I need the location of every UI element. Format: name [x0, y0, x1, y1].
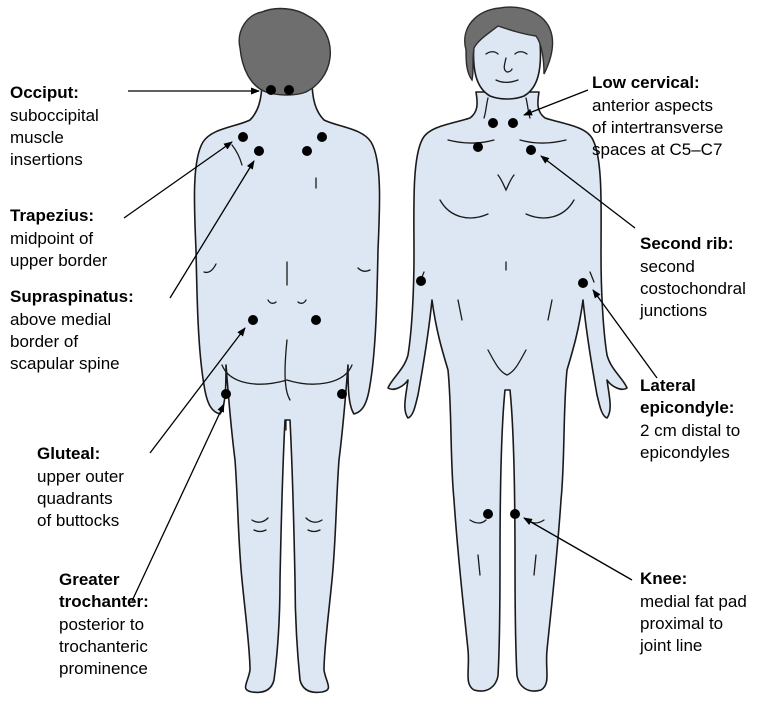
- point-epicondyle-r: [578, 278, 588, 288]
- label-title: trochanter:: [59, 592, 149, 611]
- back-body-silhouette: [194, 80, 379, 692]
- label-line: proximal to: [640, 614, 723, 633]
- label-supraspinatus: Supraspinatus: above medial border of sc…: [10, 287, 134, 373]
- label-line: above medial: [10, 310, 111, 329]
- point-knee-r: [510, 509, 520, 519]
- point-supraspinatus-r: [302, 146, 312, 156]
- point-gluteal-r: [311, 315, 321, 325]
- label-occiput: Occiput: suboccipital muscle insertions: [10, 83, 99, 169]
- point-trochanter-l: [221, 389, 231, 399]
- back-hair: [239, 9, 330, 95]
- point-occiput-l: [266, 85, 276, 95]
- point-epicondyle-l: [416, 276, 426, 286]
- label-title: Knee:: [640, 569, 687, 588]
- label-title: Supraspinatus:: [10, 287, 134, 306]
- label-line: upper border: [10, 251, 108, 270]
- label-line: joint line: [639, 636, 702, 655]
- label-line: insertions: [10, 150, 83, 169]
- label-title: epicondyle:: [640, 398, 734, 417]
- label-line: epicondyles: [640, 443, 730, 462]
- label-line: upper outer: [37, 467, 124, 486]
- label-title: Gluteal:: [37, 444, 100, 463]
- label-trapezius: Trapezius: midpoint of upper border: [10, 206, 108, 270]
- label-title: Lateral: [640, 376, 696, 395]
- point-low-cervical-r: [508, 118, 518, 128]
- label-lateral-epicondyle: Lateral epicondyle: 2 cm distal to epico…: [640, 376, 740, 462]
- label-greater-trochanter: Greater trochanter: posterior to trochan…: [59, 570, 149, 678]
- label-low-cervical: Low cervical: anterior aspects of intert…: [592, 73, 723, 159]
- label-line: posterior to: [59, 615, 144, 634]
- point-trapezius-r: [317, 132, 327, 142]
- label-line: medial fat pad: [640, 592, 747, 611]
- label-line: anterior aspects: [592, 96, 713, 115]
- label-title: Greater: [59, 570, 120, 589]
- label-title: Second rib:: [640, 234, 734, 253]
- label-line: of buttocks: [37, 511, 119, 530]
- label-line: midpoint of: [10, 229, 93, 248]
- label-knee: Knee: medial fat pad proximal to joint l…: [639, 569, 747, 655]
- label-title: Trapezius:: [10, 206, 94, 225]
- label-title: Low cervical:: [592, 73, 700, 92]
- leader-trochanter: [132, 404, 224, 601]
- label-line: second: [640, 257, 695, 276]
- label-line: scapular spine: [10, 354, 120, 373]
- label-gluteal: Gluteal: upper outer quadrants of buttoc…: [37, 444, 124, 530]
- label-line: trochanteric: [59, 637, 148, 656]
- label-line: 2 cm distal to: [640, 421, 740, 440]
- point-second-rib-l: [473, 142, 483, 152]
- point-trapezius-l: [238, 132, 248, 142]
- label-line: of intertransverse: [592, 118, 723, 137]
- label-line: border of: [10, 332, 78, 351]
- label-line: suboccipital: [10, 106, 99, 125]
- label-second-rib: Second rib: second costochondral junctio…: [639, 234, 746, 320]
- point-supraspinatus-l: [254, 146, 264, 156]
- front-body-silhouette: [388, 92, 627, 691]
- point-gluteal-l: [248, 315, 258, 325]
- back-view-figure: [194, 9, 379, 693]
- label-line: junctions: [639, 301, 707, 320]
- label-line: muscle: [10, 128, 64, 147]
- label-line: costochondral: [640, 279, 746, 298]
- point-trochanter-r: [337, 389, 347, 399]
- point-occiput-r: [284, 85, 294, 95]
- label-line: quadrants: [37, 489, 113, 508]
- point-low-cervical-l: [488, 118, 498, 128]
- label-line: prominence: [59, 659, 148, 678]
- label-title: Occiput:: [10, 83, 79, 102]
- label-line: spaces at C5–C7: [592, 140, 722, 159]
- point-knee-l: [483, 509, 493, 519]
- point-second-rib-r: [526, 145, 536, 155]
